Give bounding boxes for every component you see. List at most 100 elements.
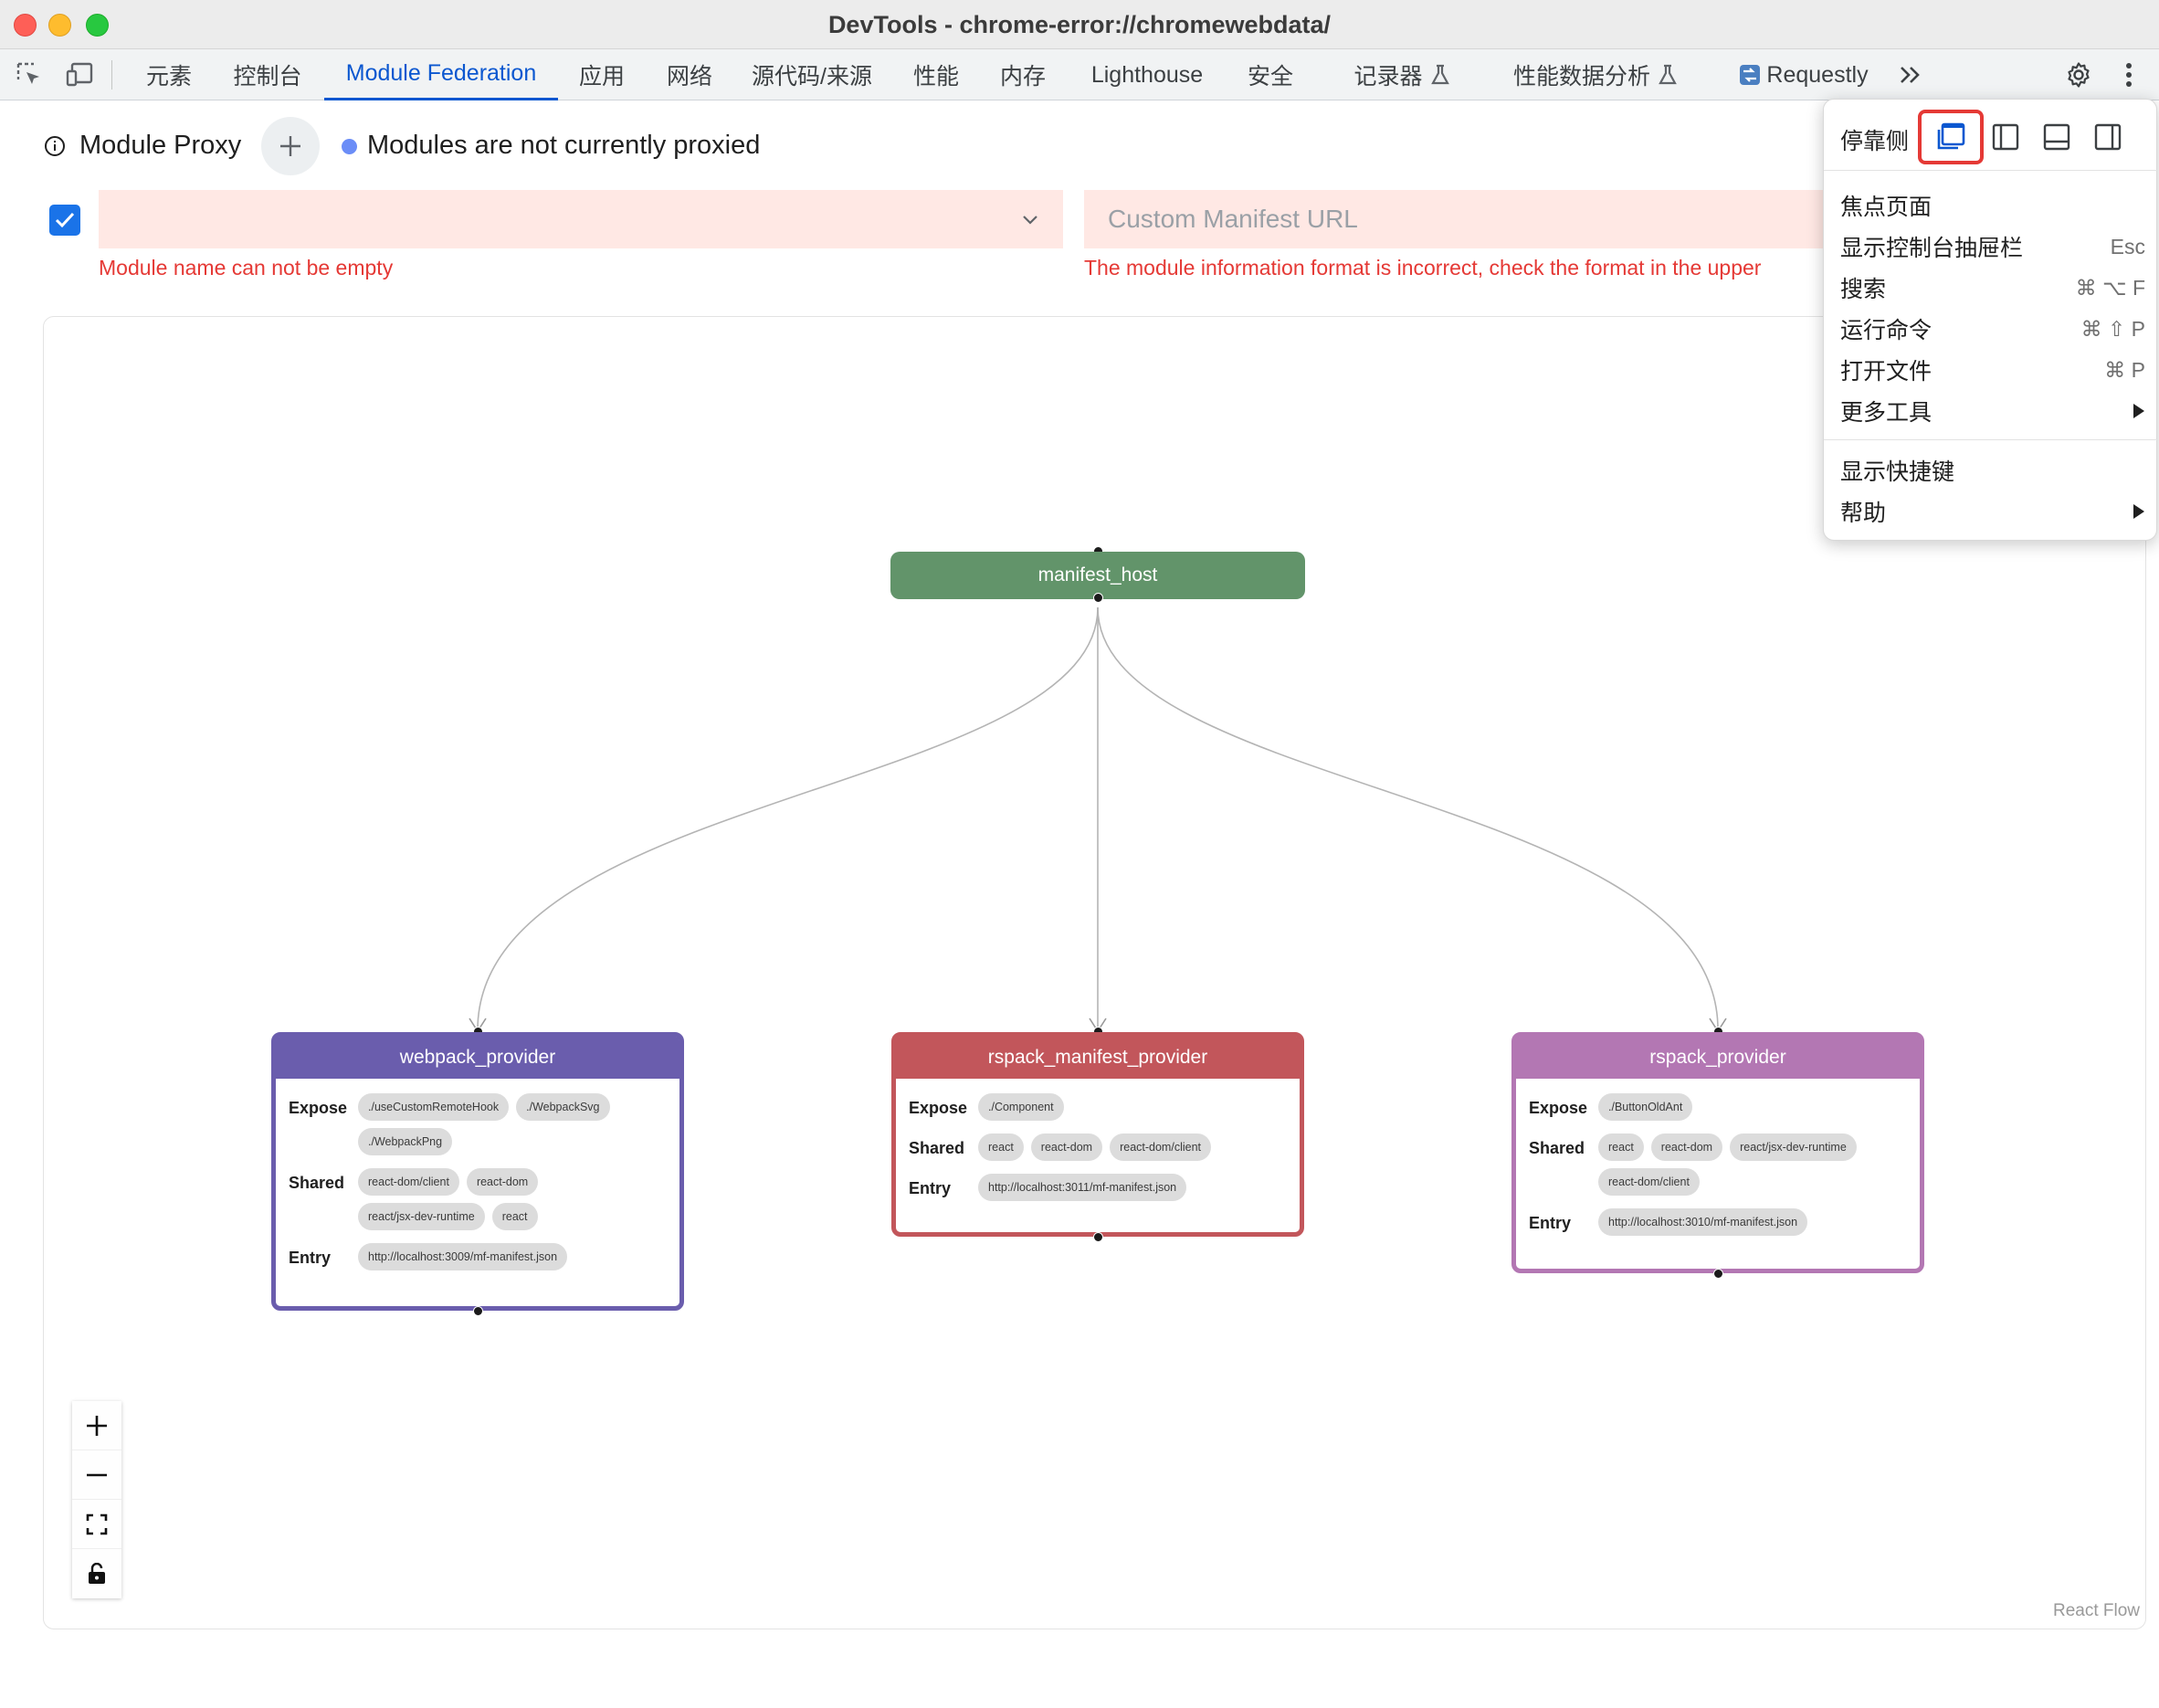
dock-left-icon: [1992, 123, 2019, 151]
provider-node-body: Expose ./useCustomRemoteHook ./WebpackSv…: [276, 1079, 679, 1289]
entry-chip: http://localhost:3010/mf-manifest.json: [1598, 1208, 1808, 1236]
tab-console[interactable]: 控制台: [224, 49, 311, 100]
lock-button[interactable]: [72, 1549, 121, 1598]
node-handle[interactable]: [1713, 1269, 1723, 1279]
menu-item-label: 焦点页面: [1840, 195, 1933, 220]
host-node-label: manifest_host: [1037, 564, 1158, 585]
status-dot: [342, 139, 357, 154]
shared-chip: react-dom/client: [1110, 1133, 1212, 1161]
tab-lighthouse[interactable]: Lighthouse: [1078, 49, 1216, 100]
menu-item-open-file[interactable]: 打开文件 ⌘ P: [1824, 350, 2158, 390]
fit-view-icon: [86, 1513, 108, 1534]
minimize-window-button[interactable]: [48, 14, 71, 37]
tab-label: 记录器: [1353, 64, 1423, 90]
tab-performance-insights[interactable]: 性能数据分析: [1509, 49, 1682, 100]
checkmark-icon: [55, 212, 75, 228]
shared-label: Shared: [289, 1174, 345, 1192]
tab-elements[interactable]: 元素: [135, 49, 203, 100]
tab-application[interactable]: 应用: [571, 49, 633, 100]
node-handle[interactable]: [1093, 1232, 1103, 1242]
expose-label: Expose: [289, 1099, 348, 1117]
zoom-in-icon: [87, 1415, 107, 1436]
proxy-status-text: Modules are not currently proxied: [367, 131, 761, 160]
kebab-menu-icon[interactable]: [2112, 58, 2145, 91]
provider-node-webpack[interactable]: webpack_provider Expose ./useCustomRemot…: [271, 1032, 684, 1311]
shared-chip: react/jsx-dev-runtime: [358, 1203, 485, 1230]
menu-item-shortcut: ⌘ ⇧ P: [2080, 317, 2145, 341]
tab-module-federation[interactable]: Module Federation: [324, 49, 558, 100]
provider-node-rspack[interactable]: rspack_provider Expose ./ButtonOldAnt Sh…: [1511, 1032, 1924, 1273]
menu-item-label: 打开文件: [1840, 359, 1933, 385]
shared-chip: react-dom/client: [358, 1168, 459, 1196]
provider-node-title: rspack_provider: [1516, 1037, 1920, 1079]
shared-chip: react/jsx-dev-runtime: [1730, 1133, 1857, 1161]
tab-label: 应用: [578, 64, 625, 90]
tab-label: Module Federation: [345, 60, 537, 86]
dock-bottom-button[interactable]: [2040, 121, 2073, 153]
shared-chip: react-dom: [466, 1168, 539, 1196]
shared-chip: react: [1598, 1133, 1644, 1161]
fit-view-button[interactable]: [72, 1500, 121, 1549]
expose-chip: ./WebpackSvg: [516, 1093, 610, 1121]
custom-manifest-url-input[interactable]: Custom Manifest URL: [1084, 190, 1824, 248]
menu-item-search[interactable]: 搜索 ⌘ ⌥ F: [1824, 268, 2158, 308]
manifest-format-error: The module information format is incorre…: [1084, 256, 1762, 279]
submenu-arrow-icon: [2133, 504, 2144, 519]
zoom-in-button[interactable]: [72, 1401, 121, 1450]
provider-node-rspack-manifest[interactable]: rspack_manifest_provider Expose ./Compon…: [891, 1032, 1304, 1237]
maximize-window-button[interactable]: [86, 14, 109, 37]
menu-item-run-command[interactable]: 运行命令 ⌘ ⇧ P: [1824, 309, 2158, 349]
tab-memory[interactable]: 内存: [991, 49, 1055, 100]
add-proxy-button[interactable]: [261, 117, 320, 175]
enable-module-checkbox[interactable]: [49, 205, 80, 236]
module-name-select[interactable]: [99, 190, 1063, 248]
tab-recorder[interactable]: 记录器: [1347, 49, 1457, 100]
device-toolbar-icon[interactable]: [64, 58, 97, 91]
tab-performance[interactable]: 性能: [904, 49, 968, 100]
more-tabs-icon[interactable]: [1894, 58, 1927, 91]
dependency-graph-canvas[interactable]: manifest_host webpack_provider Expose ./…: [43, 316, 2146, 1629]
menu-item-console-drawer[interactable]: 显示控制台抽屉栏 Esc: [1824, 227, 2158, 267]
dock-left-button[interactable]: [1989, 121, 2022, 153]
undock-window-icon: [1937, 122, 1965, 150]
dock-right-button[interactable]: [2091, 121, 2124, 153]
module-proxy-header: Module Proxy Modules are not currently p…: [0, 100, 1827, 192]
flow-controls: [72, 1401, 121, 1598]
undock-window-button[interactable]: [1934, 121, 1967, 153]
zoom-out-icon: [87, 1473, 107, 1476]
tab-network[interactable]: 网络: [656, 49, 723, 100]
tab-requestly[interactable]: Requestly: [1735, 49, 1872, 100]
provider-node-body: Expose ./Component Shared react react-do…: [896, 1079, 1300, 1219]
selected-dock-highlight: [1918, 110, 1984, 164]
zoom-out-button[interactable]: [72, 1450, 121, 1500]
tab-security[interactable]: 安全: [1239, 49, 1301, 100]
menu-item-shortcuts[interactable]: 显示快捷键: [1824, 450, 2158, 490]
node-handle[interactable]: [473, 1306, 483, 1316]
module-proxy-title: Module Proxy: [79, 131, 242, 160]
submenu-arrow-icon: [2133, 404, 2144, 418]
provider-node-title: rspack_manifest_provider: [896, 1037, 1300, 1079]
close-window-button[interactable]: [14, 14, 37, 37]
settings-gear-icon[interactable]: [2062, 58, 2095, 91]
edge-host-rspack: [1097, 606, 1719, 1030]
tab-label: 控制台: [233, 64, 302, 90]
menu-item-focus-page[interactable]: 焦点页面: [1824, 185, 2158, 226]
menu-item-label: 更多工具: [1840, 400, 1933, 426]
shared-chip: react-dom: [1030, 1133, 1103, 1161]
tab-sources[interactable]: 源代码/来源: [744, 49, 879, 100]
entry-label: Entry: [289, 1249, 332, 1267]
info-icon: [44, 135, 66, 157]
dock-side-label: 停靠侧: [1840, 129, 1910, 154]
entry-chip: http://localhost:3009/mf-manifest.json: [358, 1243, 568, 1270]
react-flow-attribution[interactable]: React Flow: [2052, 1601, 2140, 1620]
title-bar: DevTools - chrome-error://chromewebdata/: [0, 0, 2159, 49]
dock-right-icon: [2094, 123, 2122, 151]
menu-item-help[interactable]: 帮助: [1824, 491, 2158, 532]
menu-item-shortcut: ⌘ P: [2104, 358, 2145, 382]
inspect-element-icon[interactable]: [13, 58, 46, 91]
menu-item-more-tools[interactable]: 更多工具: [1824, 391, 2158, 431]
shared-chip: react: [491, 1203, 538, 1230]
shared-chip: react: [978, 1133, 1024, 1161]
host-node[interactable]: manifest_host: [890, 552, 1305, 599]
node-handle[interactable]: [1093, 593, 1103, 603]
